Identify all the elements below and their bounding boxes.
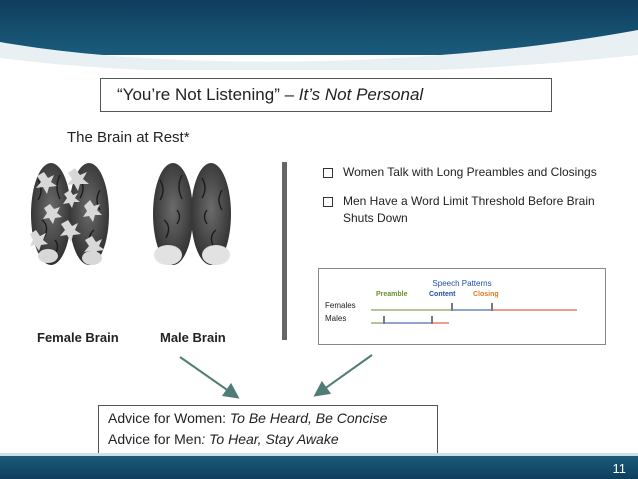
male-brain-label: Male Brain	[160, 330, 226, 345]
advice-box: Advice for Women: To Be Heard, Be Concis…	[98, 405, 438, 455]
female-brain-label: Female Brain	[37, 330, 119, 345]
male-brain-image	[153, 163, 231, 265]
subheading: The Brain at Rest*	[67, 129, 190, 146]
row-males-label: Males	[325, 314, 347, 323]
checkbox-bullet-icon	[323, 197, 333, 207]
speech-patterns-box: Speech Patterns Preamble Content Closing…	[318, 268, 606, 345]
title-box: “You’re Not Listening” – It’s Not Person…	[100, 78, 552, 112]
speech-pattern-lines	[371, 303, 577, 324]
advice-women: Advice for Women: To Be Heard, Be Concis…	[108, 410, 388, 426]
females-pattern	[371, 303, 577, 311]
footer-rule	[0, 453, 638, 456]
bullet-item: Men Have a Word Limit Threshold Before B…	[323, 193, 603, 227]
vertical-divider	[282, 162, 287, 340]
checkbox-bullet-icon	[323, 168, 333, 178]
slide-number: 11	[612, 461, 627, 476]
legend-closing: Closing	[473, 291, 499, 298]
page-title: “You’re Not Listening” – It’s Not Person…	[117, 85, 424, 104]
female-brain-image	[30, 163, 109, 265]
advice-men: Advice for Men: To Hear, Stay Awake	[108, 431, 339, 447]
header-swoosh	[0, 30, 638, 70]
males-pattern	[371, 316, 449, 324]
speech-patterns-title: Speech Patterns	[432, 279, 492, 288]
footer-band: 11	[0, 456, 638, 479]
row-females-label: Females	[325, 301, 356, 310]
legend-preamble: Preamble	[376, 291, 408, 298]
bullet-list: Women Talk with Long Preambles and Closi…	[323, 164, 603, 239]
legend-content: Content	[429, 291, 456, 298]
header-band	[0, 0, 638, 55]
arrow-icon	[313, 354, 373, 397]
arrow-icon	[179, 356, 240, 399]
bullet-item: Women Talk with Long Preambles and Closi…	[323, 164, 603, 181]
